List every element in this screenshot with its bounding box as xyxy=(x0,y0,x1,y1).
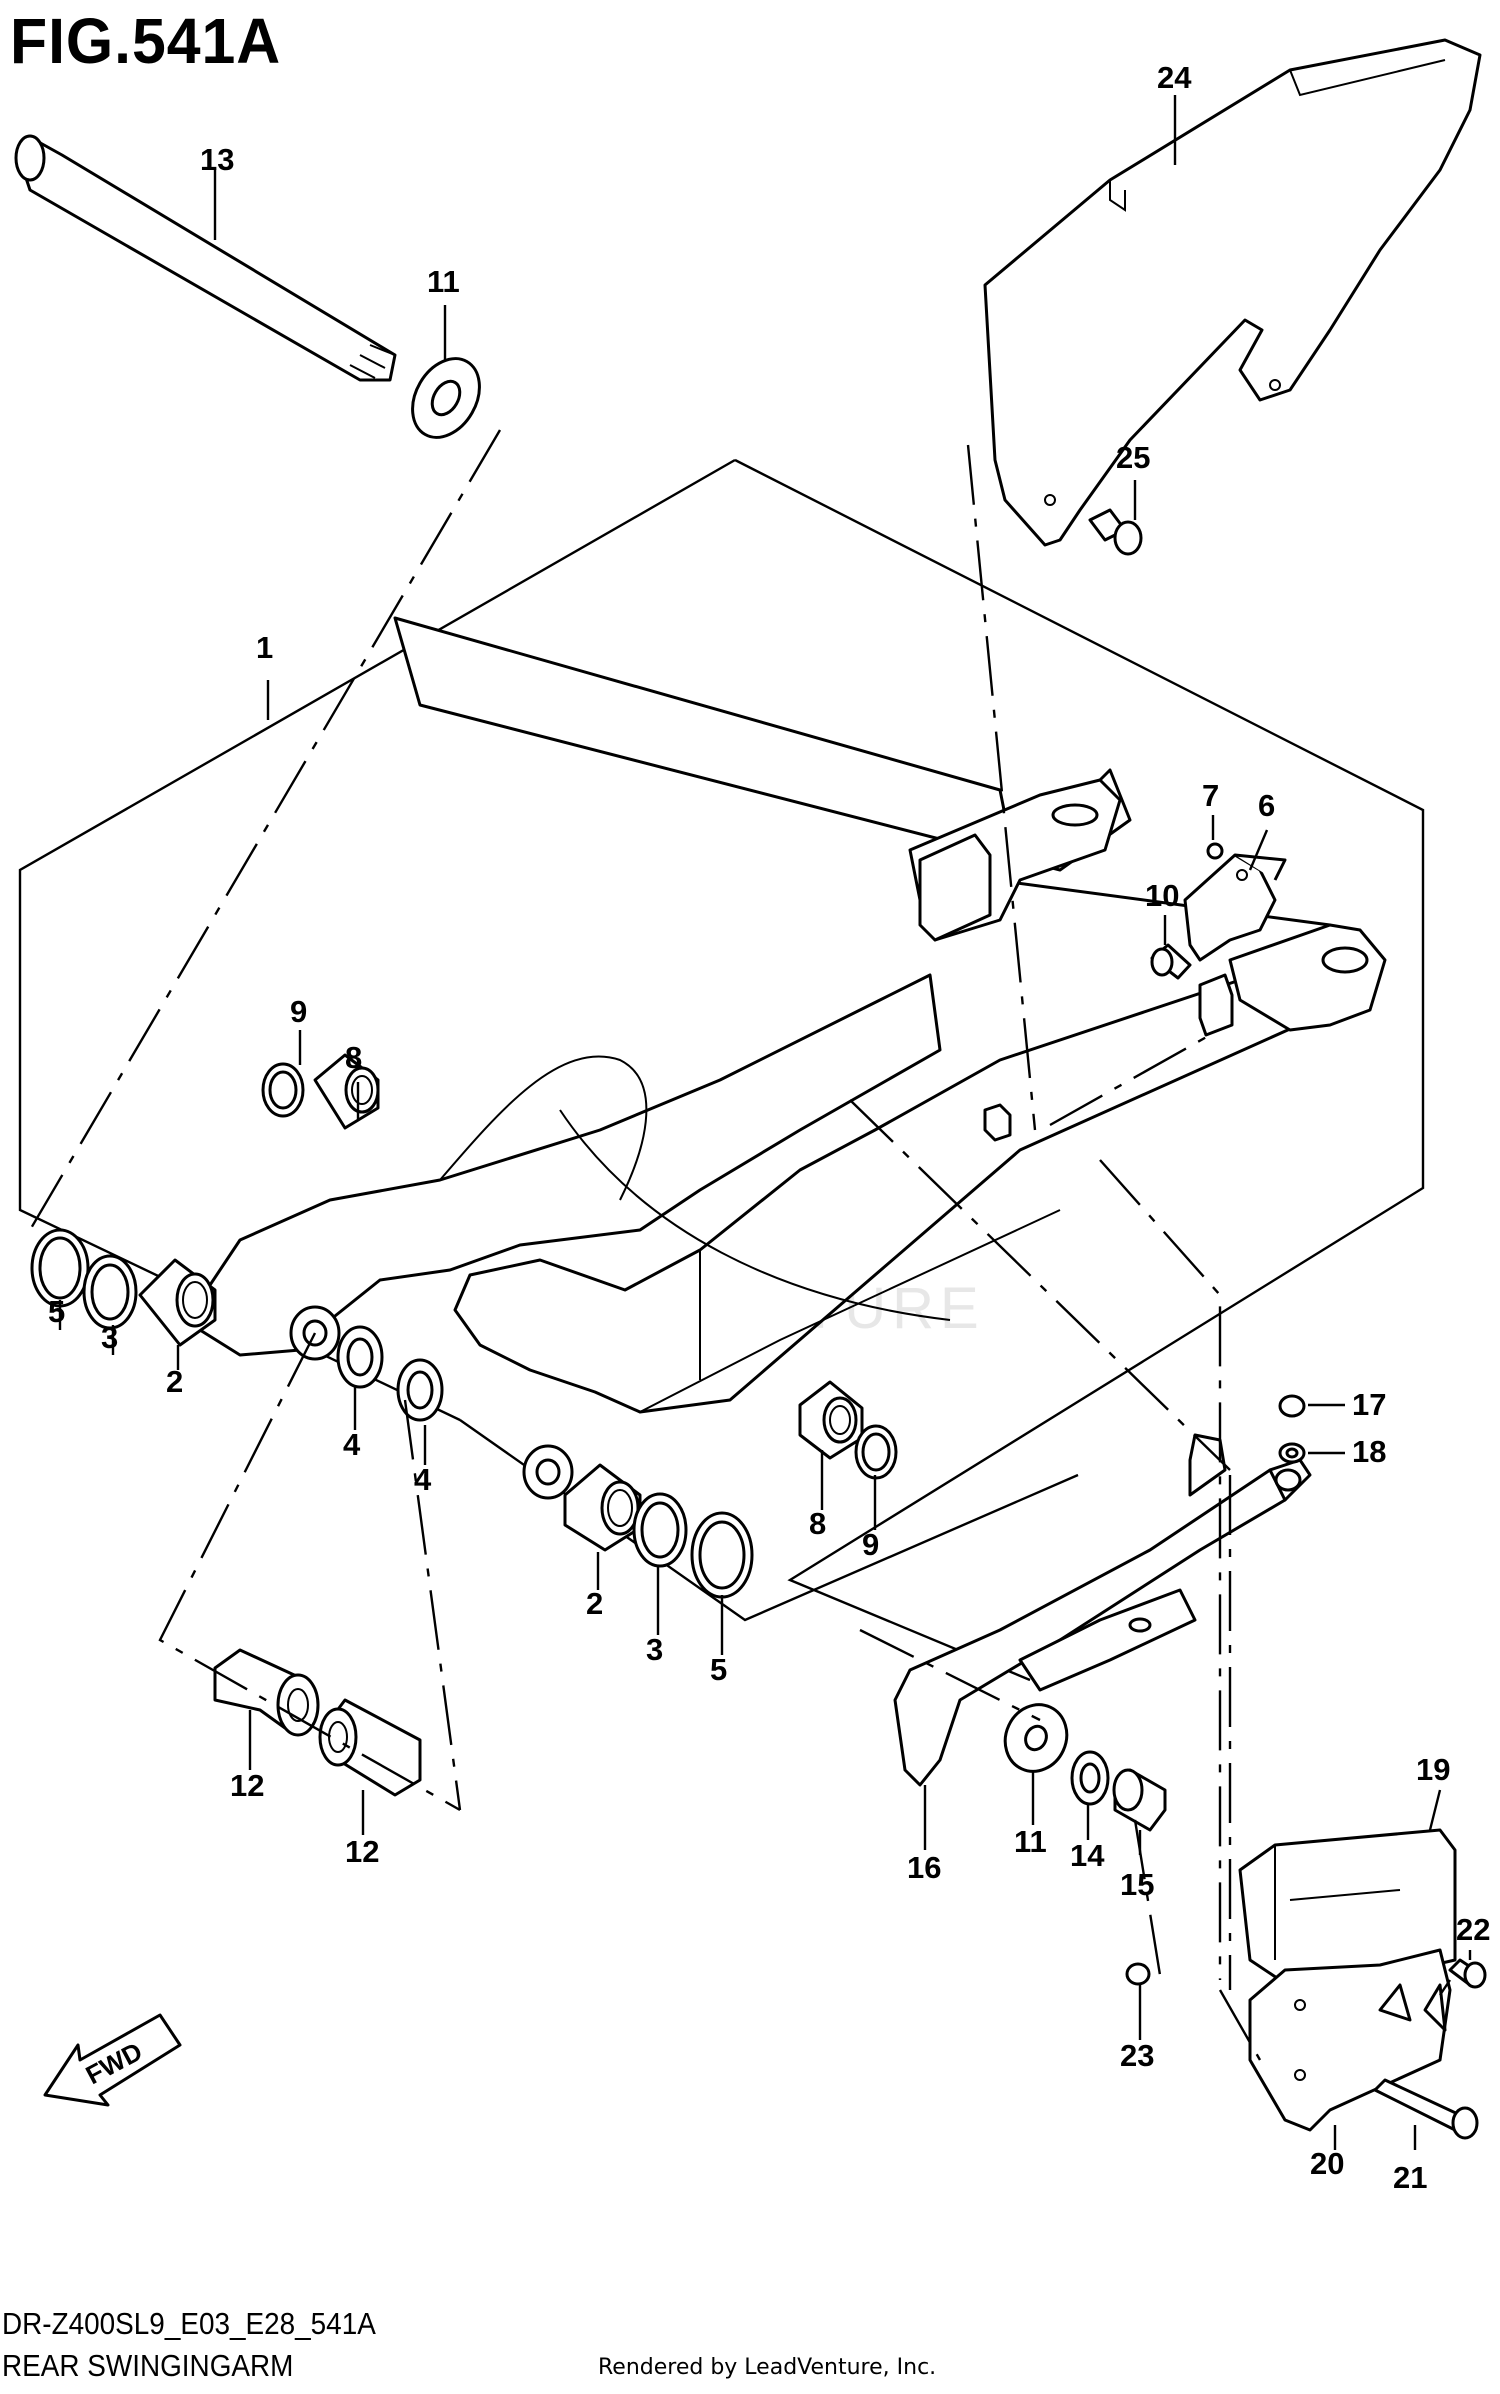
collar-12-a[interactable] xyxy=(213,1648,320,1737)
callout-10: 10 xyxy=(1145,878,1179,913)
callout-23: 23 xyxy=(1120,2038,1154,2073)
washer-18[interactable] xyxy=(1278,1442,1306,1464)
callout-19: 19 xyxy=(1416,1752,1450,1787)
collar-12-b[interactable] xyxy=(318,1698,422,1797)
bolt-10[interactable] xyxy=(1150,943,1192,980)
washer-11-lower[interactable] xyxy=(994,1695,1077,1782)
seal-5-right[interactable] xyxy=(690,1511,754,1599)
screw-7[interactable] xyxy=(1206,842,1224,860)
chain-guide-19[interactable] xyxy=(1238,1828,1457,1982)
bolt-21[interactable] xyxy=(1373,2078,1479,2140)
callout-3-right: 3 xyxy=(646,1632,663,1667)
callout-16: 16 xyxy=(907,1850,941,1885)
spacer-15[interactable] xyxy=(1112,1768,1167,1832)
bracket-6[interactable] xyxy=(1183,853,1287,962)
render-credit: Rendered by LeadVenture, Inc. xyxy=(598,2355,937,2380)
spacer-4-a[interactable] xyxy=(336,1325,384,1389)
leader-lines xyxy=(58,95,1472,2150)
callout-17: 17 xyxy=(1352,1387,1386,1422)
swingarm-body[interactable] xyxy=(198,616,1387,1414)
washer-14[interactable] xyxy=(1070,1750,1110,1806)
nut-23[interactable] xyxy=(1125,1962,1151,1986)
callout-18: 18 xyxy=(1352,1434,1386,1469)
callout-24: 24 xyxy=(1157,60,1192,95)
callout-2-right: 2 xyxy=(586,1586,603,1621)
callout-12-a: 12 xyxy=(230,1768,264,1803)
callout-15: 15 xyxy=(1120,1867,1154,1902)
screw-17[interactable] xyxy=(1278,1394,1306,1418)
callout-4-a: 4 xyxy=(343,1427,361,1462)
callout-14: 14 xyxy=(1070,1838,1105,1873)
alignment-lines xyxy=(28,429,1451,2061)
callout-7: 7 xyxy=(1202,778,1219,813)
pivot-shaft[interactable] xyxy=(14,134,397,382)
bearing-2-right[interactable] xyxy=(563,1463,642,1552)
washer-3-left[interactable] xyxy=(82,1254,138,1330)
callout-13: 13 xyxy=(200,142,234,177)
fwd-arrow: FWD xyxy=(43,2013,182,2107)
callout-5-left: 5 xyxy=(48,1294,65,1329)
callout-9-upper: 9 xyxy=(290,994,307,1029)
callout-11-top: 11 xyxy=(427,264,460,299)
spacer-4-b[interactable] xyxy=(396,1358,444,1422)
chain-slider[interactable] xyxy=(893,1433,1312,1787)
washer-11-top[interactable] xyxy=(399,347,493,450)
callout-25: 25 xyxy=(1116,440,1150,475)
callout-8-upper: 8 xyxy=(345,1040,362,1075)
diagram-code: DR-Z400SL9_E03_E28_541A xyxy=(2,2306,376,2341)
callout-12-b: 12 xyxy=(345,1834,379,1869)
callout-1: 1 xyxy=(256,630,273,665)
assembly-outline xyxy=(18,458,1425,1682)
washer-3-right[interactable] xyxy=(632,1492,688,1568)
seal-9-lower[interactable] xyxy=(854,1424,898,1480)
diagram-subtitle: REAR SWINGINGARM xyxy=(2,2348,294,2383)
bolt-25[interactable] xyxy=(1088,508,1143,556)
callout-9-lower: 9 xyxy=(862,1527,879,1562)
chain-guard[interactable] xyxy=(983,38,1482,547)
callout-labels: 13 11 1 24 25 7 6 10 9 8 5 3 2 4 4 8 9 2… xyxy=(48,60,1490,2195)
callout-5-right: 5 xyxy=(710,1652,727,1687)
callout-22: 22 xyxy=(1456,1912,1490,1947)
bearing-2-left[interactable] xyxy=(138,1258,217,1347)
chain-guide-20[interactable] xyxy=(1248,1948,1452,2132)
figure-title: FIG.541A xyxy=(10,5,282,77)
callout-3-left: 3 xyxy=(101,1320,118,1355)
seal-9-upper[interactable] xyxy=(261,1062,305,1118)
callout-20: 20 xyxy=(1310,2146,1344,2181)
callout-6: 6 xyxy=(1258,788,1275,823)
callout-4-b: 4 xyxy=(414,1462,432,1497)
callout-8-lower: 8 xyxy=(809,1506,826,1541)
callout-21: 21 xyxy=(1393,2160,1427,2195)
bearing-8-upper[interactable] xyxy=(313,1053,380,1130)
callout-11-lower: 11 xyxy=(1014,1824,1047,1859)
seal-5-left[interactable] xyxy=(30,1228,90,1308)
callout-2-left: 2 xyxy=(166,1364,183,1399)
bearing-8-lower[interactable] xyxy=(798,1380,864,1460)
bolt-22[interactable] xyxy=(1448,1958,1487,1989)
